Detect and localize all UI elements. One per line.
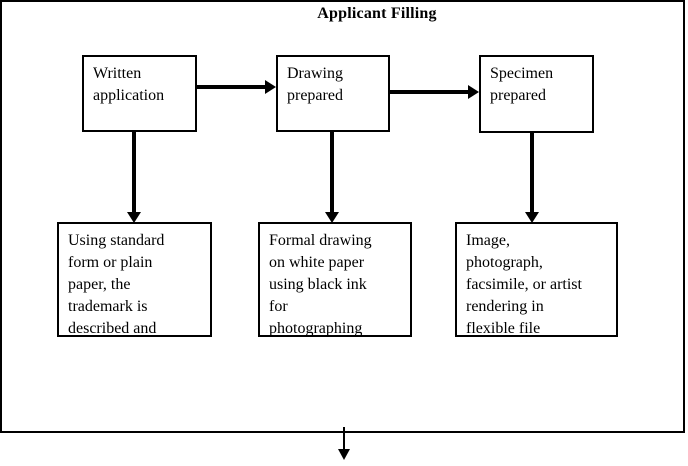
arrow-written-to-drawing-icon	[197, 85, 265, 89]
arrow-drawing-to-formal-drawing-icon	[330, 131, 334, 212]
node-written-application: Written application	[82, 55, 197, 132]
node-formal-drawing-details: Formal drawing on white paper using blac…	[258, 222, 412, 337]
node-drawing-prepared: Drawing prepared	[276, 55, 390, 132]
node-image-specimen-details: Image, photograph, facsimile, or artist …	[455, 222, 618, 337]
arrow-exit-bottom-icon	[343, 427, 345, 449]
node-specimen-prepared: Specimen prepared	[479, 55, 594, 133]
node-standard-form-details: Using standard form or plain paper, the …	[57, 222, 212, 337]
arrow-written-to-standard-form-icon	[132, 131, 136, 212]
page-title: Applicant Filling	[317, 5, 437, 22]
arrow-specimen-to-image-icon	[530, 133, 534, 212]
arrow-drawing-to-specimen-icon	[390, 90, 468, 94]
